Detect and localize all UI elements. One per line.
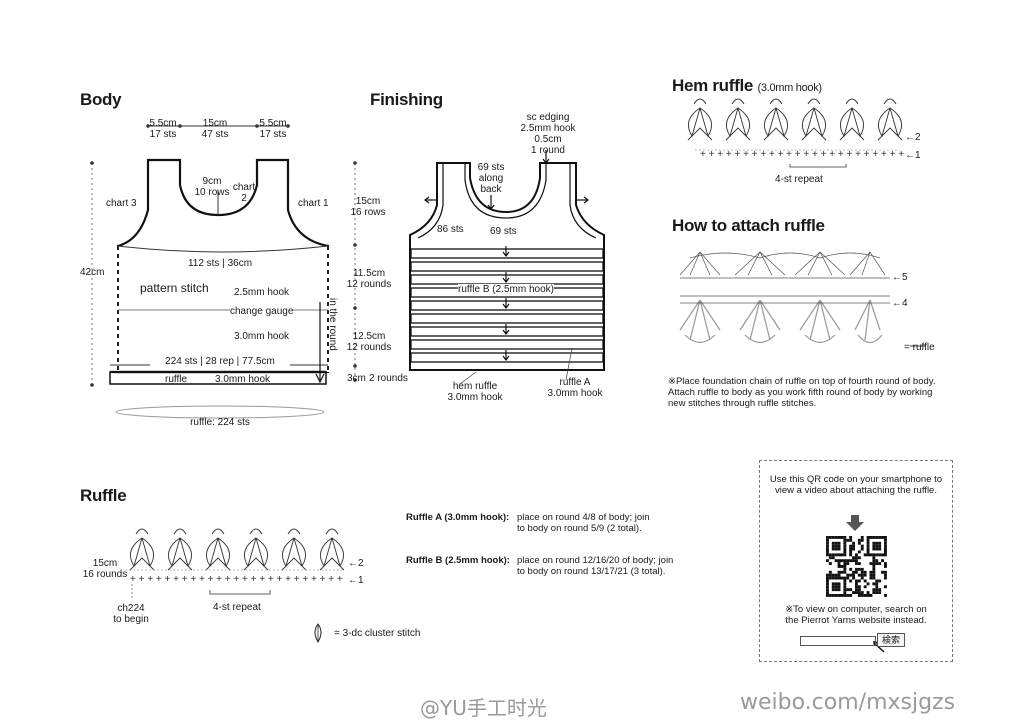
neck-cm: 9cm [202, 176, 222, 187]
search-input[interactable] [800, 636, 876, 646]
hem-row2: ←2 [905, 132, 921, 143]
top-width-right-sts: 17 sts [259, 129, 287, 140]
sc-edging-label: sc edging 2.5mm hook 0.5cm 1 round [520, 112, 576, 156]
body-title: Body [80, 90, 122, 109]
finishing-h4-cm: 3cm [347, 373, 366, 384]
finishing-h4-rounds: 2 rounds [369, 373, 408, 384]
hem-ruffle-title: Hem ruffle (3.0mm hook) [672, 76, 823, 95]
finishing-h3: 12.5cm 12 rounds [346, 331, 392, 353]
qr-instructions: Use this QR code on your smartphone to v… [769, 474, 943, 496]
ruffle-a-info-text: place on round 4/8 of body; join to body… [517, 512, 650, 534]
svg-text:+ + + + + + + + + + + + + + +: + + + + + + + + + + + + + + + + + + + + … [700, 149, 904, 160]
ruffle-band-hook: 3.0mm hook [215, 374, 271, 385]
top-width-center-sts: 47 sts [201, 129, 229, 140]
cluster-stitch [763, 98, 789, 141]
pattern-stitch-label: pattern stitch [140, 281, 209, 295]
ruffle-b-info-label: Ruffle B (2.5mm hook): [406, 555, 510, 566]
finishing-h1: 15cm 16 rows [350, 196, 386, 218]
bust-label: 112 sts | 36cm [187, 258, 253, 269]
watermark-handle: @YU手工时光 [420, 696, 547, 720]
hem-ruffle-label: hem ruffle 3.0mm hook [447, 381, 503, 403]
hook-30-label: 3.0mm hook [234, 331, 290, 342]
hook-25-label: 2.5mm hook [234, 287, 290, 298]
ruffle-row2: ←2 [348, 558, 364, 569]
qr-code-icon [826, 536, 887, 597]
ruffle-b-label: ruffle B (2.5mm hook) [458, 284, 554, 295]
body-outline [116, 158, 330, 374]
cluster-stitch [319, 528, 345, 571]
top-width-left-cm: 5.5cm [149, 118, 177, 129]
attach-legend: = ruffle [904, 342, 935, 353]
search-button[interactable]: 検索 [877, 633, 905, 647]
neck-rows: 10 rows [194, 187, 230, 198]
chart2-label: chart 2 [232, 182, 256, 204]
ruffle-b-info-text: place on round 12/16/20 of body; join to… [517, 555, 674, 577]
sts-69-label: 69 sts [490, 226, 517, 237]
down-arrow-icon [846, 515, 864, 531]
cluster-legend: = 3-dc cluster stitch [334, 628, 421, 639]
qr-panel [759, 460, 953, 662]
cluster-stitch [687, 98, 713, 141]
cluster-stitch [725, 98, 751, 141]
attach-title: How to attach ruffle [672, 216, 825, 235]
attach-note: ※Place foundation chain of ruffle on top… [668, 376, 936, 409]
cluster-stitch [129, 528, 155, 571]
cluster-stitch [167, 528, 193, 571]
ruffle-oval-label: ruffle: 224 sts [190, 417, 250, 428]
ruffle-a-label: ruffle A 3.0mm hook [547, 377, 603, 399]
qr-computer-note: ※To view on computer, search on the Pier… [785, 604, 927, 626]
ruffle-chain: ch224 to begin [113, 603, 149, 625]
ruffle-a-info-label: Ruffle A (3.0mm hook): [406, 512, 510, 523]
hem-label: 224 sts | 28 rep | 77.5cm [150, 356, 290, 367]
hem-row1: ←1 [905, 150, 921, 161]
back-sts-label: 69 sts along back [477, 162, 505, 195]
attach-r5: ←5 [892, 272, 908, 283]
cluster-stitch [839, 98, 865, 141]
finishing-h2: 11.5cm 12 rounds [346, 268, 392, 290]
cluster-stitch [801, 98, 827, 141]
top-width-left-sts: 17 sts [149, 129, 177, 140]
chart1-label: chart 1 [298, 198, 329, 209]
ruffle-row1: ←1 [348, 575, 364, 586]
finishing-title: Finishing [370, 90, 443, 109]
chart3-label: chart 3 [106, 198, 137, 209]
hem-ruffle-hook: (3.0mm hook) [757, 82, 823, 94]
top-width-center-cm: 15cm [202, 118, 228, 129]
sts-86-label: 86 sts [437, 224, 464, 235]
svg-text:+ + + + + + + + + + + + + + +: + + + + + + + + + + + + + + + + + + + + … [130, 574, 343, 585]
cluster-stitch [243, 528, 269, 571]
ruffle-band-label: ruffle [165, 374, 188, 385]
watermark-url: weibo.com/mxsjgzs [740, 690, 956, 715]
cluster-stitch [205, 528, 231, 571]
cluster-stitch [877, 98, 903, 141]
top-width-right-cm: 5.5cm [259, 118, 287, 129]
change-gauge-label: change gauge [230, 306, 294, 317]
ruffle-repeat: 4-st repeat [213, 602, 261, 613]
ruffle-title: Ruffle [80, 486, 127, 505]
body-height: 42cm [80, 267, 105, 278]
cluster-stitch [281, 528, 307, 571]
attach-r4: ←4 [892, 298, 908, 309]
hem-repeat: 4-st repeat [775, 174, 823, 185]
ruffle-dims: 15cm 16 rounds [82, 558, 128, 580]
